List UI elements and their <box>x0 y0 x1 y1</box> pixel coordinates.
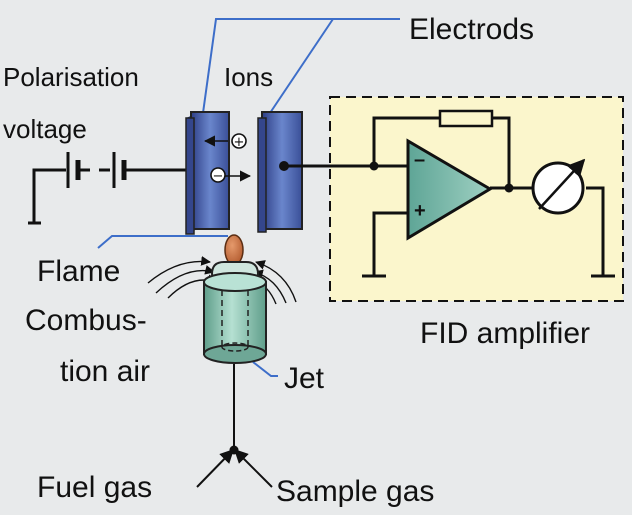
output-junction-dot <box>504 183 514 193</box>
label-voltage: voltage <box>3 114 87 144</box>
battery-circuit <box>28 152 186 225</box>
right-electrode <box>257 111 303 233</box>
label-ions: Ions <box>224 62 274 92</box>
electrode-terminal-dot <box>279 161 289 171</box>
gas-junction-dot <box>229 445 239 455</box>
label-fid-amplifier: FID amplifier <box>420 317 591 350</box>
flame <box>224 234 244 266</box>
junction-dot <box>369 161 379 171</box>
label-combustion: Combus- <box>25 304 147 337</box>
ion-arrows <box>203 133 252 183</box>
label-polarisation: Polarisation <box>3 62 139 92</box>
ion-minus-glyph: − <box>213 169 224 184</box>
jet-nozzle <box>203 261 267 364</box>
ion-negative-symbol: ⊖ <box>210 164 224 181</box>
left-electrode <box>185 111 230 235</box>
label-jet: Jet <box>284 362 325 395</box>
label-flame: Flame <box>37 255 121 288</box>
meter-icon <box>531 158 586 215</box>
ion-positive-symbol: ⊕ <box>231 130 245 147</box>
label-combustion-air: tion air <box>60 355 151 388</box>
label-fuel-gas: Fuel gas <box>37 471 153 504</box>
gas-feed-lines <box>196 364 273 488</box>
ion-plus-glyph: + <box>234 135 245 150</box>
label-sample-gas: Sample gas <box>276 475 435 508</box>
op-amp-plus-symbol: + <box>414 200 426 222</box>
op-amp-minus-symbol: – <box>414 149 426 171</box>
op-amp <box>406 138 493 241</box>
label-electrods: Electrods <box>409 13 535 46</box>
leader-lines <box>97 18 400 377</box>
